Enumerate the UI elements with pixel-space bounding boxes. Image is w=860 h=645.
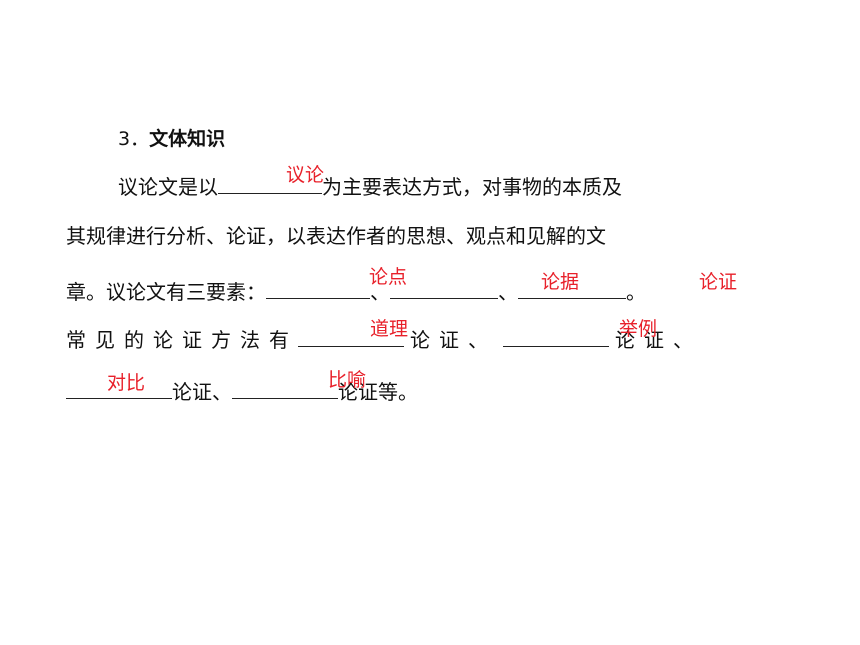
- answer-expression-mode: 议论: [286, 164, 325, 186]
- paragraph-line-2: 其规律进行分析、论证，以表达作者的思想、观点和见解的文: [66, 224, 606, 248]
- answer-element-3: 论证: [699, 271, 738, 293]
- blank-element-2: [390, 280, 498, 299]
- paragraph-line-5: 论证、 论证等。: [66, 380, 418, 404]
- blank-method-1: [298, 328, 404, 347]
- line5-mid: 论证、: [172, 380, 232, 404]
- section-heading: 3．文体知识: [118, 124, 225, 151]
- line3-end: 。: [626, 280, 646, 304]
- line3-sep-1: 、: [370, 280, 390, 304]
- paragraph-line-3: 章。议论文有三要素： 、 、 。: [66, 280, 646, 304]
- line3-start: 章。议论文有三要素：: [66, 280, 266, 304]
- section-number: 3．: [118, 128, 150, 150]
- line1-start: 议论文是以: [118, 175, 218, 199]
- answer-element-1: 论点: [369, 266, 408, 288]
- line4-end: 论证、: [615, 328, 702, 352]
- answer-method-2: 举例: [619, 318, 658, 340]
- line4-start: 常见的论证方法有: [66, 328, 298, 352]
- blank-element-1: [266, 280, 370, 299]
- line3-sep-2: 、: [498, 280, 518, 304]
- section-title: 文体知识: [149, 128, 226, 150]
- answer-method-3: 对比: [107, 372, 146, 394]
- line2-text: 其规律进行分析、论证，以表达作者的思想、观点和见解的文: [66, 224, 606, 248]
- blank-method-4: [232, 380, 338, 399]
- answer-method-1: 道理: [370, 318, 409, 340]
- blank-expression-mode: [218, 175, 322, 194]
- blank-method-3: [66, 380, 172, 399]
- blank-method-2: [503, 328, 609, 347]
- line5-end: 论证等。: [338, 380, 418, 404]
- line4-mid: 论证、: [410, 328, 497, 352]
- line1-end: 为主要表达方式，对事物的本质及: [322, 175, 622, 199]
- answer-element-2: 论据: [541, 271, 580, 293]
- paragraph-line-1: 议论文是以 为主要表达方式，对事物的本质及: [118, 175, 622, 199]
- blank-element-3: [518, 280, 626, 299]
- answer-method-4: 比喻: [328, 369, 367, 391]
- paragraph-line-4: 常见的论证方法有 论证、 论证、: [66, 328, 702, 352]
